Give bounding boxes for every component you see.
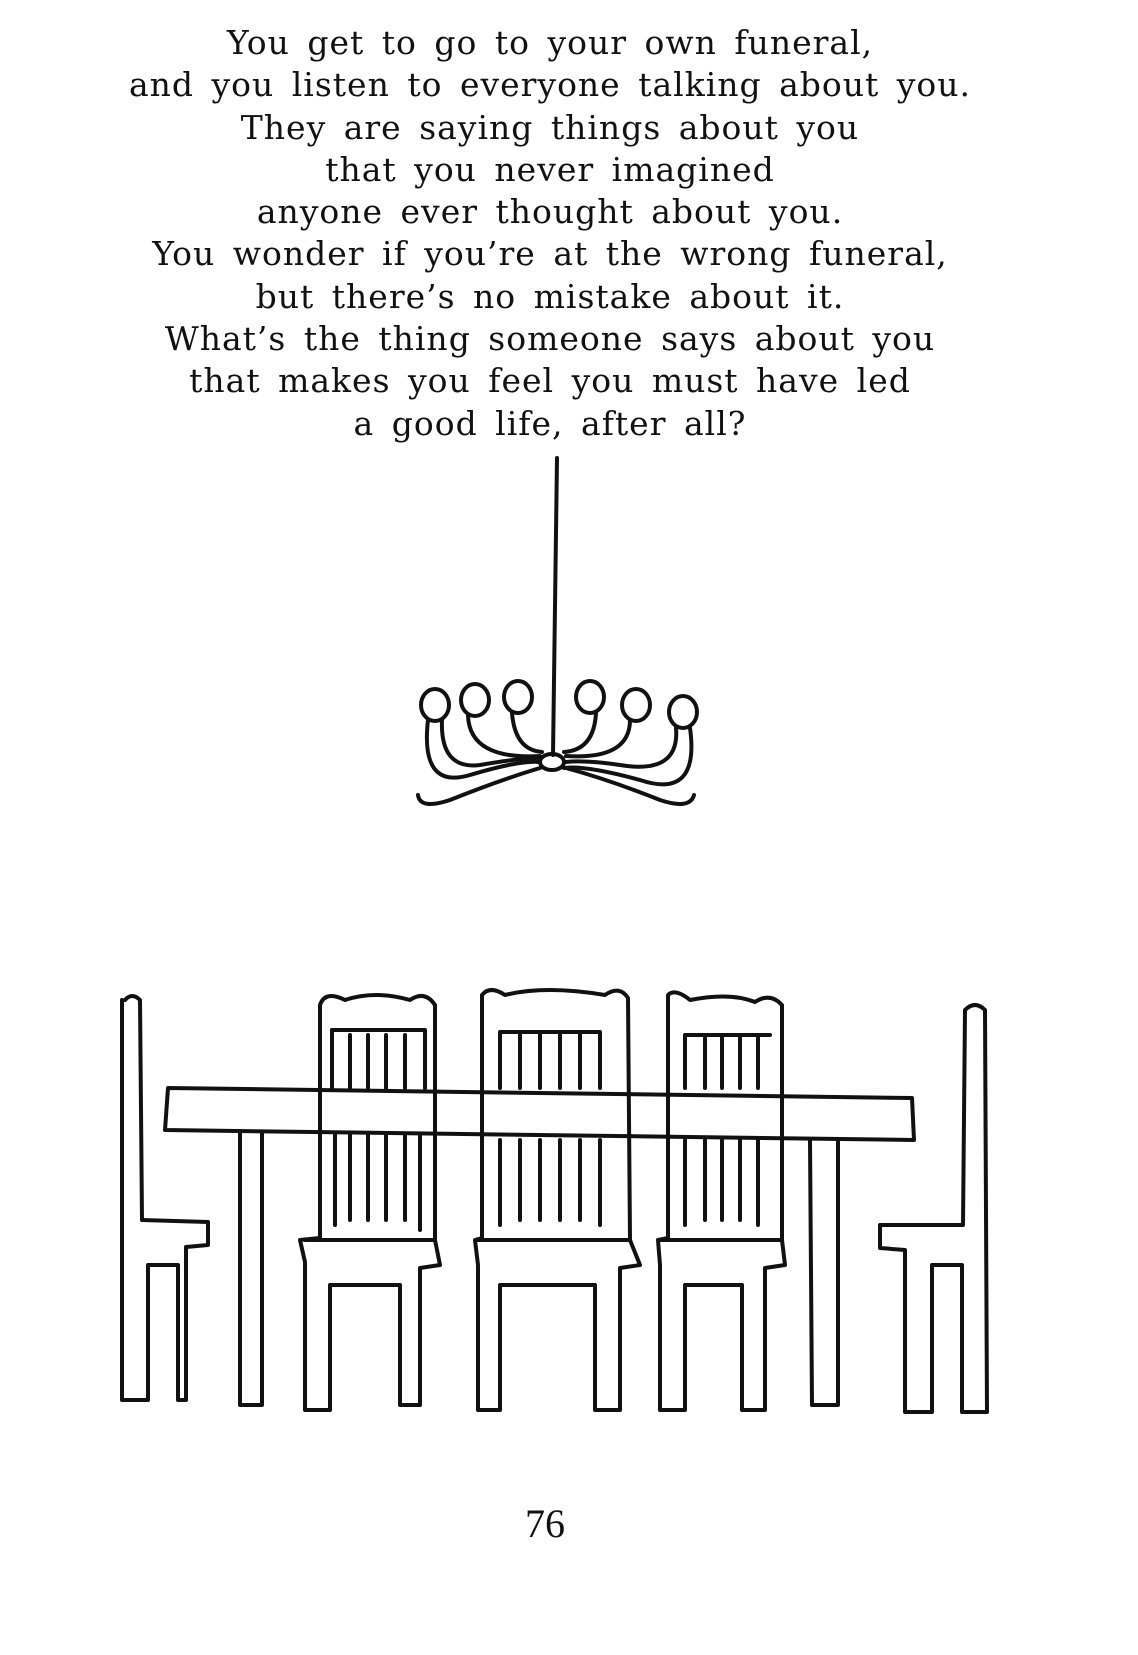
poem-line: that makes you feel you must have led — [189, 361, 911, 401]
poem-line: You wonder if you’re at the wrong funera… — [152, 234, 948, 274]
poem-line: that you never imagined — [325, 149, 775, 189]
poem-line: anyone ever thought about you. — [256, 192, 844, 232]
page-number: 76 — [525, 1501, 565, 1546]
poem-line: and you listen to everyone talking about… — [128, 65, 972, 105]
table-and-chairs-drawing — [120, 988, 989, 1414]
poem-line: but there’s no mistake about it. — [255, 276, 845, 316]
poem-line: They are saying things about you — [240, 107, 860, 147]
poem-text: You get to go to your own funeral, and y… — [0, 22, 1100, 445]
chandelier-drawing — [416, 456, 699, 806]
poem-line: a good life, after all? — [353, 403, 747, 443]
poem-line: You get to go to your own funeral, — [226, 23, 874, 62]
poem-line: What’s the thing someone says about you — [164, 319, 936, 359]
